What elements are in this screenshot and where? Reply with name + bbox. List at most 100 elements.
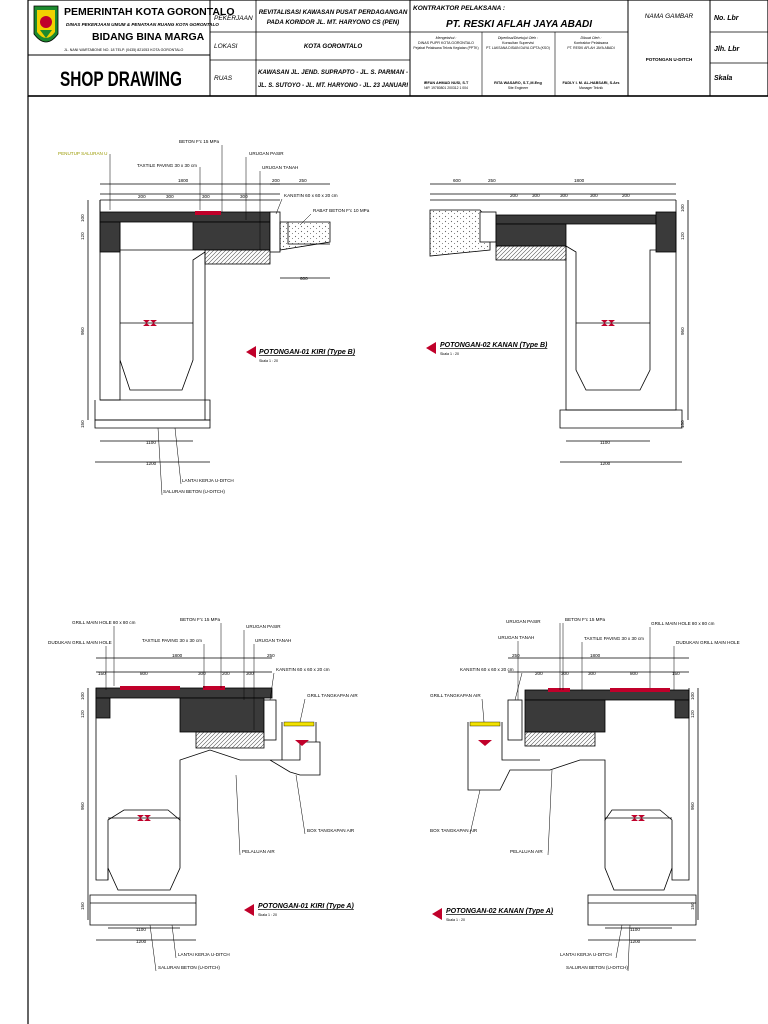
svg-text:POTONGAN-02 KANAN (Type B): POTONGAN-02 KANAN (Type B) bbox=[440, 342, 548, 349]
svg-text:120: 120 bbox=[80, 232, 85, 240]
grill-tangkapan-air bbox=[283, 721, 315, 727]
section-potongan-02-kanan-type-a bbox=[467, 657, 699, 941]
svg-text:KANSTIN 60 x 60 x 20 cm: KANSTIN 60 x 60 x 20 cm bbox=[460, 667, 514, 672]
signature-block-2: Diperiksa/Disetujui Oleh : Konsultan Sup… bbox=[486, 36, 550, 90]
svg-text:300: 300 bbox=[240, 194, 248, 199]
tactile-paving-marker bbox=[195, 211, 221, 215]
svg-text:150: 150 bbox=[80, 902, 85, 910]
svg-text:150: 150 bbox=[98, 671, 106, 676]
skala-label: Skala bbox=[714, 75, 732, 82]
svg-text:GRILL MAIN HOLE 80 x 80 cm: GRILL MAIN HOLE 80 x 80 cm bbox=[72, 620, 136, 625]
water-level-icon bbox=[143, 320, 157, 326]
water-level-icon bbox=[601, 320, 615, 326]
svg-text:800: 800 bbox=[630, 671, 638, 676]
section-marker-icon bbox=[426, 342, 436, 354]
leader-lines bbox=[105, 145, 675, 972]
svg-text:100: 100 bbox=[680, 204, 685, 212]
section-potongan-02-kanan-type-b bbox=[429, 183, 689, 463]
svg-text:1800: 1800 bbox=[590, 653, 601, 658]
paving-slab bbox=[99, 211, 271, 223]
svg-text:200: 200 bbox=[535, 671, 543, 676]
svg-text:1200: 1200 bbox=[630, 939, 641, 944]
org-line1: PEMERINTAH KOTA GORONTALO bbox=[64, 6, 235, 18]
svg-text:RITA WASARO, S.T.,M.Eng: RITA WASARO, S.T.,M.Eng bbox=[494, 81, 542, 85]
svg-text:Kontraktor Pelaksana: Kontraktor Pelaksana bbox=[574, 41, 608, 45]
svg-text:POTONGAN-01 KIRI (Type A): POTONGAN-01 KIRI (Type A) bbox=[258, 903, 354, 910]
svg-text:URUGAN TANAH: URUGAN TANAH bbox=[262, 165, 298, 170]
svg-text:PELALUAN AIR: PELALUAN AIR bbox=[510, 849, 543, 854]
svg-text:200: 200 bbox=[222, 671, 230, 676]
ruas-label: RUAS bbox=[214, 75, 233, 82]
grill-main-hole bbox=[120, 686, 180, 690]
svg-text:200: 200 bbox=[510, 193, 518, 198]
svg-text:Diperiksa/Disetujui Oleh :: Diperiksa/Disetujui Oleh : bbox=[498, 36, 538, 40]
section-4-title: POTONGAN-02 KANAN (Type A) Skala 1 : 20 bbox=[432, 908, 554, 922]
svg-text:BOX TANGKAPAN AIR: BOX TANGKAPAN AIR bbox=[307, 828, 355, 833]
svg-text:TAXTILE PAVING 30 x 30 cm: TAXTILE PAVING 30 x 30 cm bbox=[584, 636, 644, 641]
svg-text:800: 800 bbox=[140, 671, 148, 676]
svg-text:1800: 1800 bbox=[172, 653, 183, 658]
svg-text:POTONGAN-02 KANAN (Type A): POTONGAN-02 KANAN (Type A) bbox=[446, 908, 554, 915]
contractor-label: KONTRAKTOR PELAKSANA : bbox=[413, 5, 505, 12]
ruas-value-1: KAWASAN JL. JEND. SUPRAPTO - JL. S. PARM… bbox=[258, 70, 408, 76]
svg-text:1200: 1200 bbox=[600, 461, 611, 466]
lokasi-label: LOKASI bbox=[214, 43, 238, 50]
svg-text:BOX TANGKAPAN AIR: BOX TANGKAPAN AIR bbox=[430, 828, 478, 833]
svg-text:100: 100 bbox=[80, 214, 85, 222]
svg-text:URUGAN PASIR: URUGAN PASIR bbox=[249, 151, 284, 156]
svg-text:100: 100 bbox=[80, 692, 85, 700]
section-4-labels: URUGAN PASIR BETON F'c 15 MPa GRILL MAIN… bbox=[430, 617, 740, 970]
no-lbr-label: No. Lbr bbox=[714, 15, 740, 22]
org-address: JL. NANI WARTABONE NO. 18 TELP. (0435) 8… bbox=[64, 48, 184, 52]
svg-text:Manager Teknik: Manager Teknik bbox=[579, 86, 603, 90]
section-marker-icon bbox=[244, 904, 254, 916]
svg-text:1800: 1800 bbox=[178, 178, 189, 183]
svg-text:950: 950 bbox=[80, 327, 85, 335]
svg-text:GRILL TANGKAPAN AIR: GRILL TANGKAPAN AIR bbox=[307, 693, 358, 698]
svg-text:300: 300 bbox=[166, 194, 174, 199]
svg-text:URUGAN PASIR: URUGAN PASIR bbox=[506, 619, 541, 624]
svg-text:250: 250 bbox=[299, 178, 307, 183]
svg-text:DUDUKAN GRILL MAIN HOLE: DUDUKAN GRILL MAIN HOLE bbox=[48, 640, 112, 645]
svg-text:LANTAI KERJA U-DITCH: LANTAI KERJA U-DITCH bbox=[560, 952, 612, 957]
svg-text:300: 300 bbox=[198, 671, 206, 676]
svg-text:300: 300 bbox=[246, 671, 254, 676]
svg-text:URUGAN TANAH: URUGAN TANAH bbox=[255, 638, 291, 643]
svg-text:200: 200 bbox=[138, 194, 146, 199]
pekerjaan-value-2: PADA KORIDOR JL. MT. HARYONO CS (PEN) bbox=[267, 19, 399, 26]
svg-text:SALURAN BETON (U-DITCH): SALURAN BETON (U-DITCH) bbox=[158, 965, 220, 970]
section-3-labels: GRILL MAIN HOLE 80 x 80 cm DUDUKAN GRILL… bbox=[48, 617, 358, 970]
svg-text:Skala 1 : 20: Skala 1 : 20 bbox=[446, 918, 465, 922]
svg-text:KANSTIN 60 x 60 x 20 cm: KANSTIN 60 x 60 x 20 cm bbox=[284, 193, 338, 198]
svg-text:1200: 1200 bbox=[136, 939, 147, 944]
section-2-title: POTONGAN-02 KANAN (Type B) Skala 1 : 20 bbox=[426, 342, 548, 356]
title-block: PEMERINTAH KOTA GORONTALO DINAS PEKERJAA… bbox=[27, 0, 768, 97]
section-1-labels: PENUTUP SALURAN U BETON F'c 15 MPa TAXTI… bbox=[58, 139, 370, 494]
svg-text:300: 300 bbox=[588, 671, 596, 676]
signature-block-1: Mengetahui : DINAS PUPR KOTA GORONTALO P… bbox=[413, 36, 478, 90]
svg-text:Pejabat Pelaksana Teknis Kegia: Pejabat Pelaksana Teknis Kegiatan (PPTK) bbox=[413, 46, 478, 50]
svg-text:1100: 1100 bbox=[146, 440, 156, 445]
svg-text:POTONGAN-01 KIRI (Type B): POTONGAN-01 KIRI (Type B) bbox=[259, 349, 356, 356]
svg-text:Dibuat Oleh :: Dibuat Oleh : bbox=[581, 36, 602, 40]
section-marker-icon bbox=[246, 346, 256, 358]
grill-tangkapan-air bbox=[469, 721, 501, 727]
org-line3: BIDANG BINA MARGA bbox=[92, 31, 205, 43]
svg-text:950: 950 bbox=[690, 802, 695, 810]
svg-text:Site Engineer: Site Engineer bbox=[508, 86, 529, 90]
svg-text:1100: 1100 bbox=[630, 927, 640, 932]
svg-text:250: 250 bbox=[488, 178, 496, 183]
nama-gambar-value: POTONGAN U-DITCH bbox=[646, 57, 693, 62]
contractor-name: PT. RESKI AFLAH JAYA ABADI bbox=[446, 19, 592, 30]
svg-text:1100: 1100 bbox=[600, 440, 610, 445]
section-3-title: POTONGAN-01 KIRI (Type A) Skala 1 : 20 bbox=[244, 903, 354, 917]
svg-text:100: 100 bbox=[690, 692, 695, 700]
svg-text:120: 120 bbox=[690, 710, 695, 718]
svg-text:950: 950 bbox=[680, 327, 685, 335]
svg-text:200: 200 bbox=[272, 178, 280, 183]
svg-text:Mengetahui :: Mengetahui : bbox=[436, 36, 457, 40]
svg-text:SALURAN BETON (U-DITCH): SALURAN BETON (U-DITCH) bbox=[163, 489, 225, 494]
svg-text:Skala 1 : 20: Skala 1 : 20 bbox=[258, 913, 277, 917]
svg-text:150: 150 bbox=[690, 902, 695, 910]
svg-text:URUGAN PASIR: URUGAN PASIR bbox=[246, 624, 281, 629]
